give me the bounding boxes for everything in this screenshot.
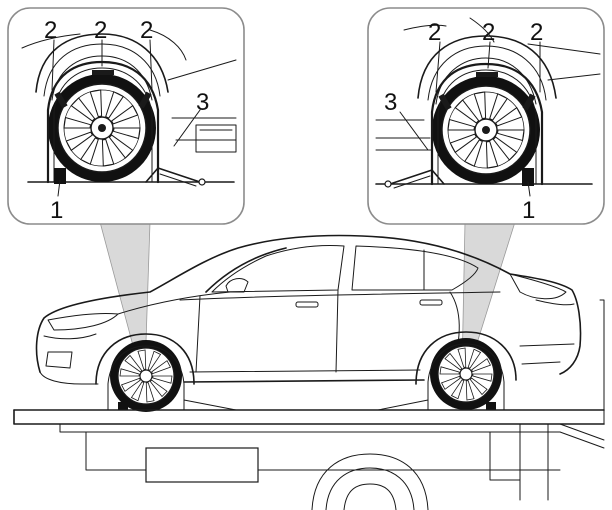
wheel-spoke	[485, 140, 499, 169]
wheel-spoke	[137, 349, 147, 370]
right-wheel-spokes	[447, 91, 525, 169]
wheel-spoke	[147, 350, 162, 371]
car-front-wheel	[110, 340, 182, 412]
wheel-spoke	[120, 377, 141, 392]
wheel-spoke	[145, 382, 155, 403]
wheel-spoke	[489, 93, 509, 121]
wheel-spoke	[119, 368, 140, 377]
wheel-spoke	[495, 106, 523, 127]
wheel-spoke	[496, 129, 525, 142]
wheel-spoke	[108, 134, 134, 159]
left-wheel-chock	[54, 168, 66, 184]
wheel-spoke	[449, 133, 477, 154]
right-callout-chock: 1	[522, 197, 535, 224]
left-callout-strap-a: 2	[44, 17, 57, 44]
wheel-spoke	[467, 348, 482, 369]
wheel-spoke	[440, 375, 461, 390]
car-rear-wheel	[430, 338, 502, 410]
wheel-spoke	[152, 375, 173, 384]
left-callout-strap-b: 2	[94, 17, 107, 44]
wheel-spoke	[70, 97, 96, 122]
wheel-spoke	[469, 377, 488, 396]
wheel-spoke	[63, 116, 92, 129]
car-side-view	[35, 234, 582, 385]
wheel-spoke	[463, 139, 483, 167]
wheel-spoke	[65, 131, 93, 152]
wheel-spoke	[105, 91, 125, 119]
left-callout-chock: 1	[50, 197, 63, 224]
wheel-spoke	[101, 138, 115, 167]
wheel-spoke	[457, 347, 467, 368]
wheel-spoke	[444, 352, 463, 371]
right-callout-strap-b: 2	[482, 19, 495, 46]
wheel-spoke	[450, 379, 465, 400]
wheel-spoke	[472, 373, 493, 382]
right-callout-ratchet: 3	[384, 89, 397, 116]
wheel-spoke	[130, 381, 145, 402]
left-wheel-spokes	[63, 89, 141, 167]
flatbed-truck	[13, 299, 605, 510]
wheel-spoke	[492, 136, 518, 161]
wheel-spoke	[471, 358, 492, 373]
right-callout-strap-a: 2	[428, 19, 441, 46]
wheel-spoke	[151, 360, 172, 375]
right-callout-strap-c: 2	[530, 19, 543, 46]
car-wheel-straps	[107, 343, 505, 411]
wheel-spoke	[465, 380, 475, 401]
wheel-spoke	[473, 91, 487, 120]
right-wheel-chock	[522, 168, 534, 186]
wheel-spoke	[89, 89, 103, 118]
wheel-spoke	[439, 366, 460, 375]
wheel-spoke	[112, 127, 141, 140]
wheel-spoke	[111, 104, 139, 125]
left-callout-ratchet: 3	[196, 89, 209, 116]
wheel-spoke	[79, 137, 99, 165]
left-callout-strap-c: 2	[140, 17, 153, 44]
wheel-spoke	[454, 99, 480, 124]
wheel-spoke	[149, 379, 168, 398]
wheel-spoke	[447, 118, 476, 131]
right-detail-panel: 2 2 2 3 1	[367, 7, 605, 225]
wheel-spoke	[124, 354, 143, 373]
left-detail-panel: 2 2 2 3 1	[7, 7, 245, 225]
